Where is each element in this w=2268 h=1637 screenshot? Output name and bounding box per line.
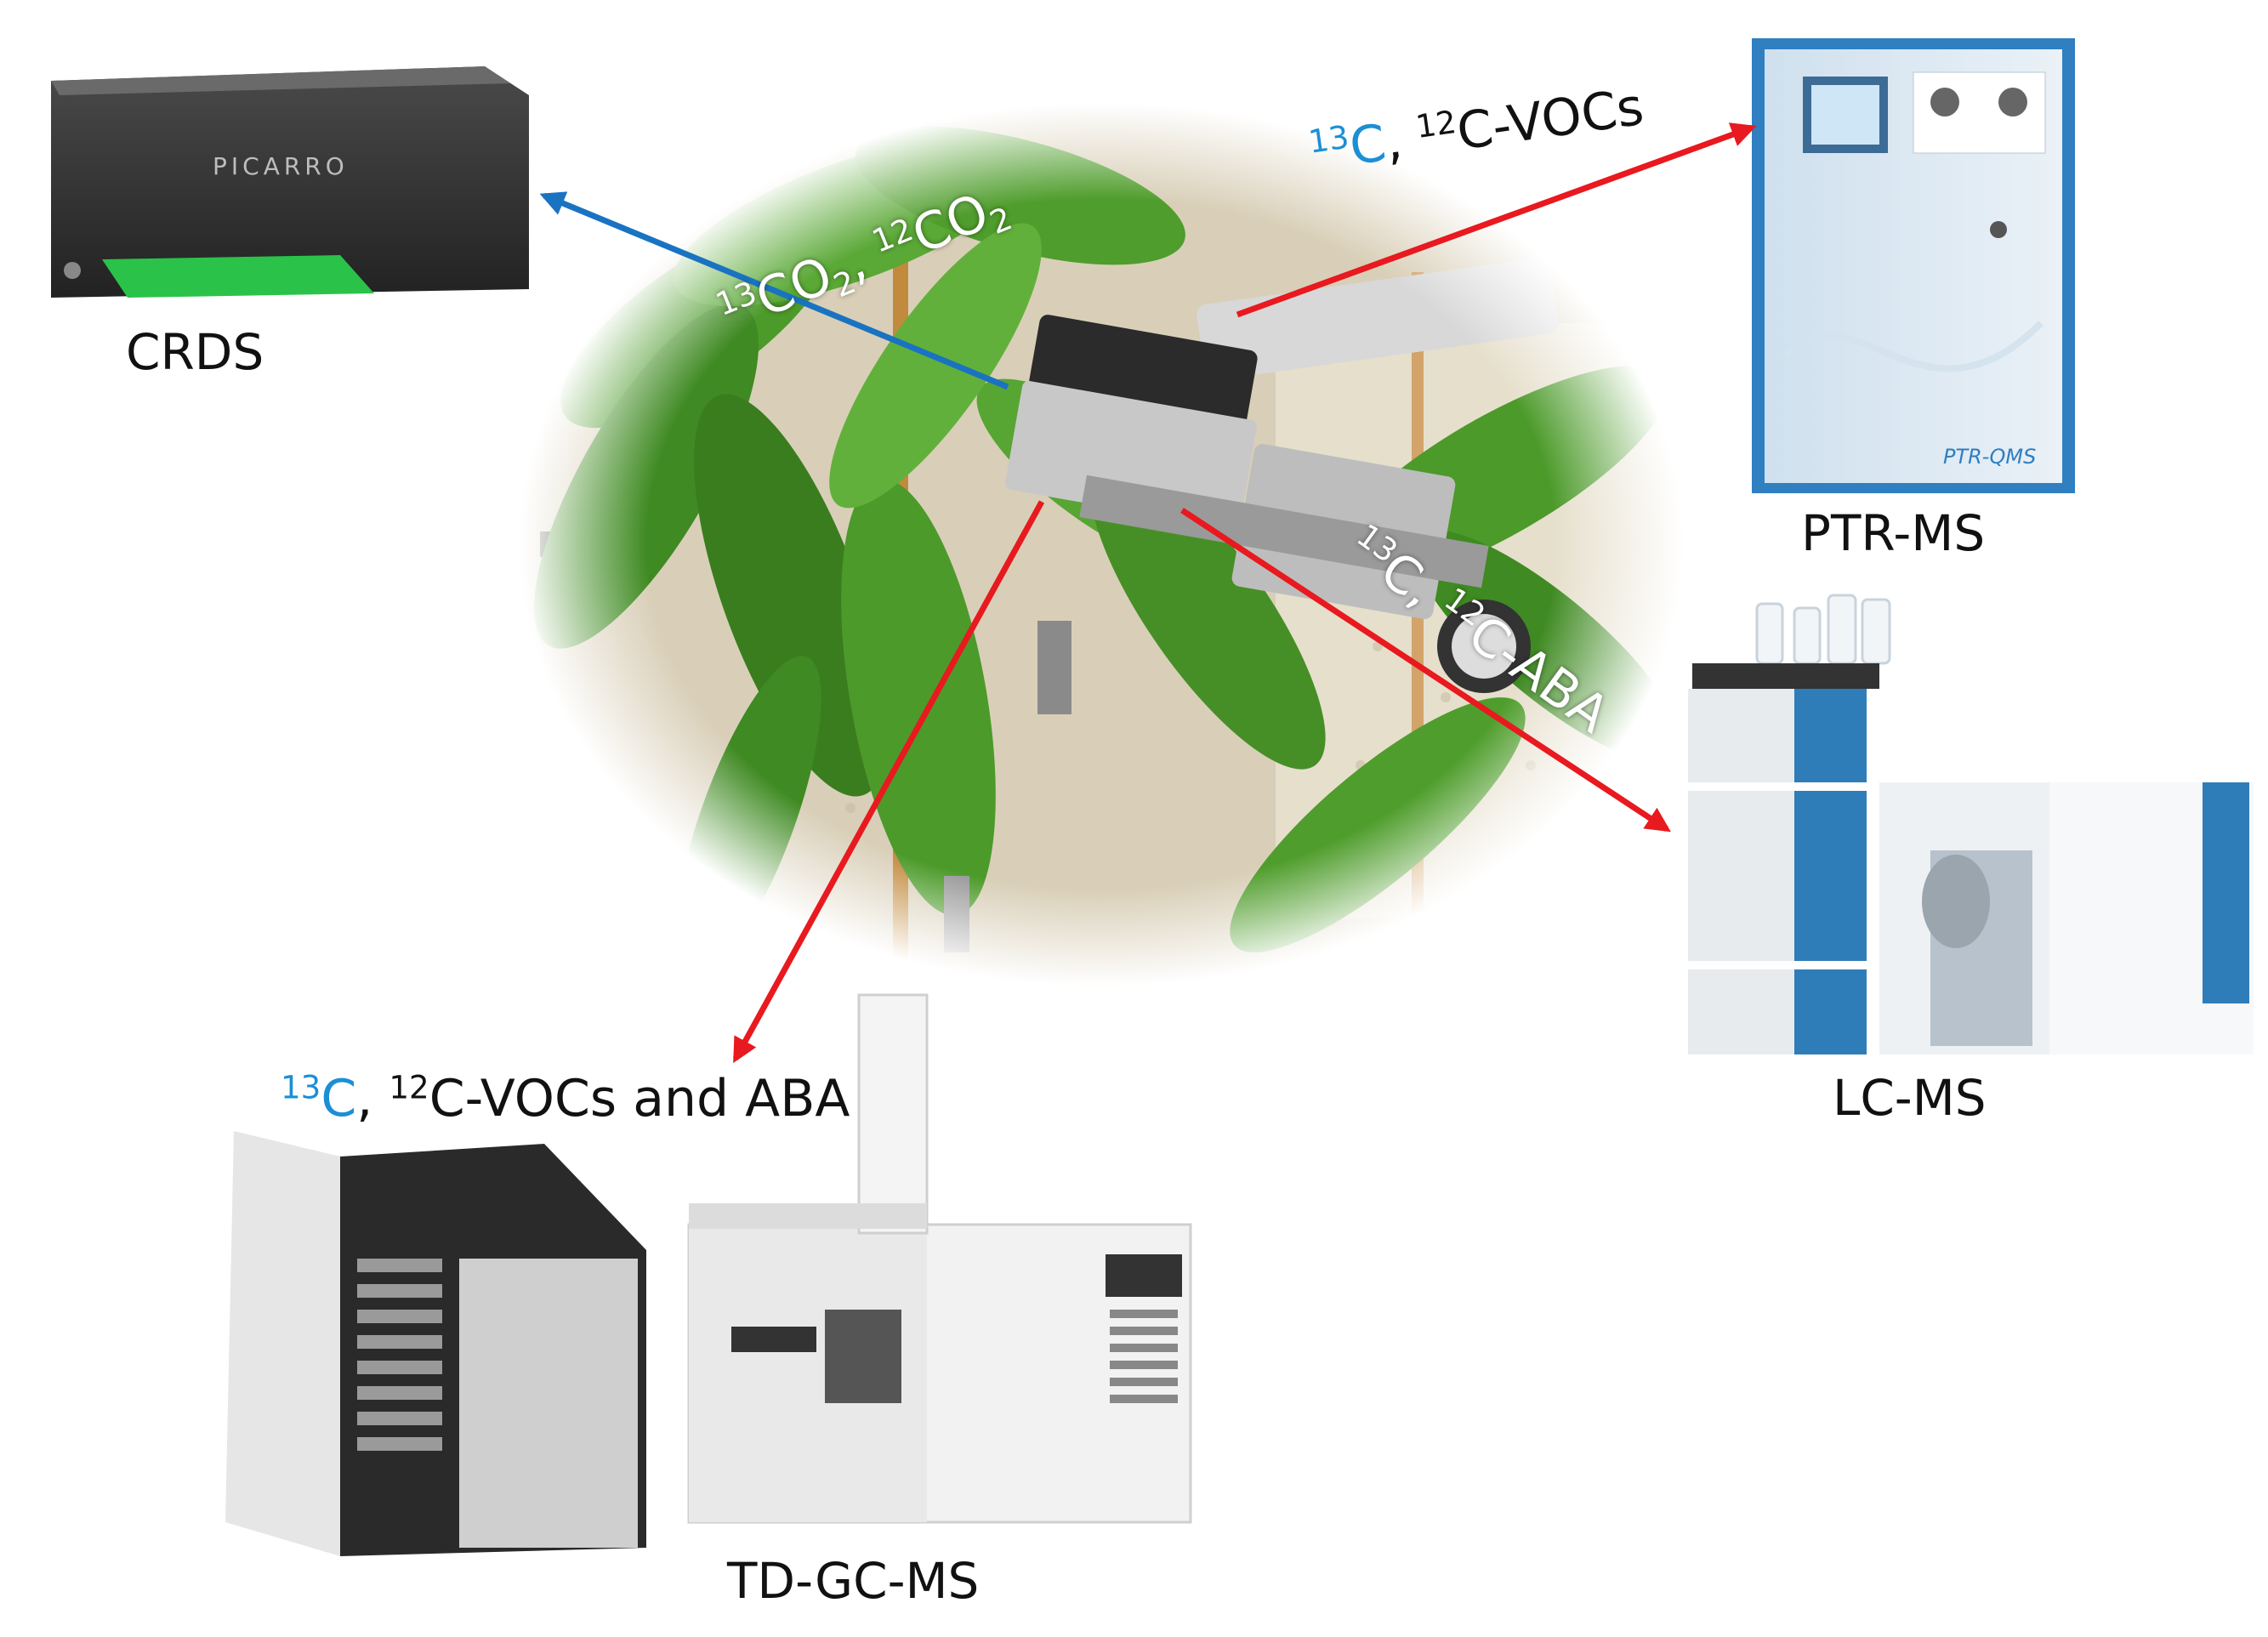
crds-instrument bbox=[51, 66, 529, 298]
arrow-to-crds bbox=[539, 191, 1009, 390]
ptrms-label: PTR-MS bbox=[1801, 504, 1986, 562]
tdgcms-label: TD-GC-MS bbox=[727, 1552, 980, 1610]
crds-label: CRDS bbox=[126, 323, 264, 381]
plant-photo bbox=[510, 85, 1701, 1003]
arrow-to-tdgcms bbox=[732, 500, 1045, 1064]
ptrms-instrument bbox=[1752, 38, 2075, 493]
annotation-vocs-aba: 13C, 12C-VOCs and ABA bbox=[281, 1068, 850, 1128]
lcms-instrument bbox=[1688, 594, 2254, 1054]
crds-brand: PICARRO bbox=[213, 152, 349, 180]
ptrms-brand: PTR-QMS bbox=[1943, 445, 2036, 469]
leaf-cuvette bbox=[944, 257, 1559, 952]
arrow-to-lcms bbox=[1180, 508, 1671, 833]
leaf-cluster bbox=[533, 126, 1682, 977]
lcms-label: LC-MS bbox=[1833, 1069, 1987, 1127]
arrow-to-ptrms bbox=[1236, 122, 1757, 318]
tdgcms-instrument bbox=[225, 993, 1192, 1556]
